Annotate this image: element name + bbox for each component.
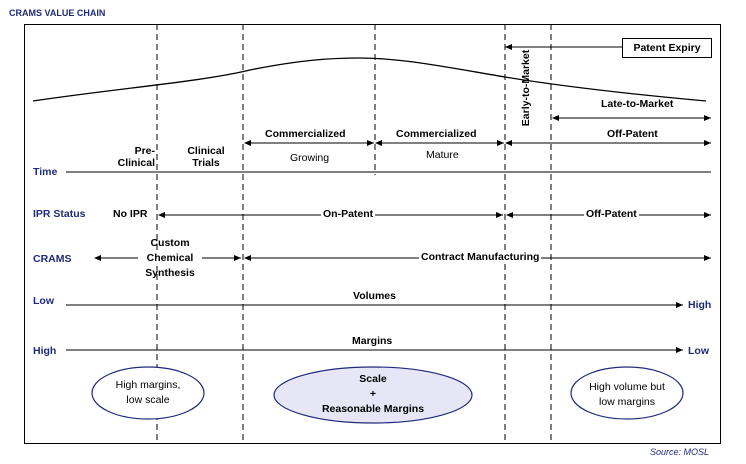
margins-label: Margins [352, 335, 393, 347]
phase-commercialized-growing-title: Commercialized [265, 128, 346, 140]
patent-expiry-box: Patent Expiry [622, 38, 712, 58]
ipr-off-patent: Off-Patent [584, 208, 639, 220]
phase-mature-label: Mature [426, 149, 459, 161]
late-to-market-label: Late-to-Market [601, 98, 674, 110]
ipr-no-ipr: No IPR [113, 208, 148, 220]
lifecycle-curve [32, 57, 707, 102]
row-time: Time [33, 166, 58, 178]
bubble-mid [273, 366, 473, 424]
bubble-left-text: High margins,low scale [115, 379, 181, 406]
diagram-frame [24, 24, 721, 444]
bubble-mid-text: Scale+Reasonable Margins [321, 373, 425, 415]
volumes-label: Volumes [353, 290, 396, 302]
phase-growing-label: Growing [290, 152, 330, 164]
row-margins-low: Low [688, 345, 709, 357]
row-volumes-high: High [688, 299, 712, 311]
bubble-right [570, 366, 684, 420]
crams-custom-synthesis: Custom Chemical Synthesis [138, 236, 202, 281]
ipr-on-patent: On-Patent [321, 208, 376, 220]
row-ipr-status: IPR Status [33, 208, 86, 220]
bubble-left [91, 366, 205, 420]
phase-commercialized-mature-title: Commercialized [396, 128, 477, 140]
row-volumes-low: Low [33, 295, 54, 307]
source-note: Source: MOSL [650, 447, 710, 457]
row-margins-high: High [33, 345, 57, 357]
chart-title: CRAMS VALUE CHAIN [9, 8, 106, 18]
row-crams: CRAMS [33, 253, 72, 265]
phase-pre-clinical: Pre-Clinical [117, 145, 155, 169]
early-to-market-label: Early-to-Market [520, 49, 532, 127]
crams-contract-manufacturing: Contract Manufacturing [419, 251, 542, 263]
off-patent-top-label: Off-Patent [607, 128, 658, 140]
